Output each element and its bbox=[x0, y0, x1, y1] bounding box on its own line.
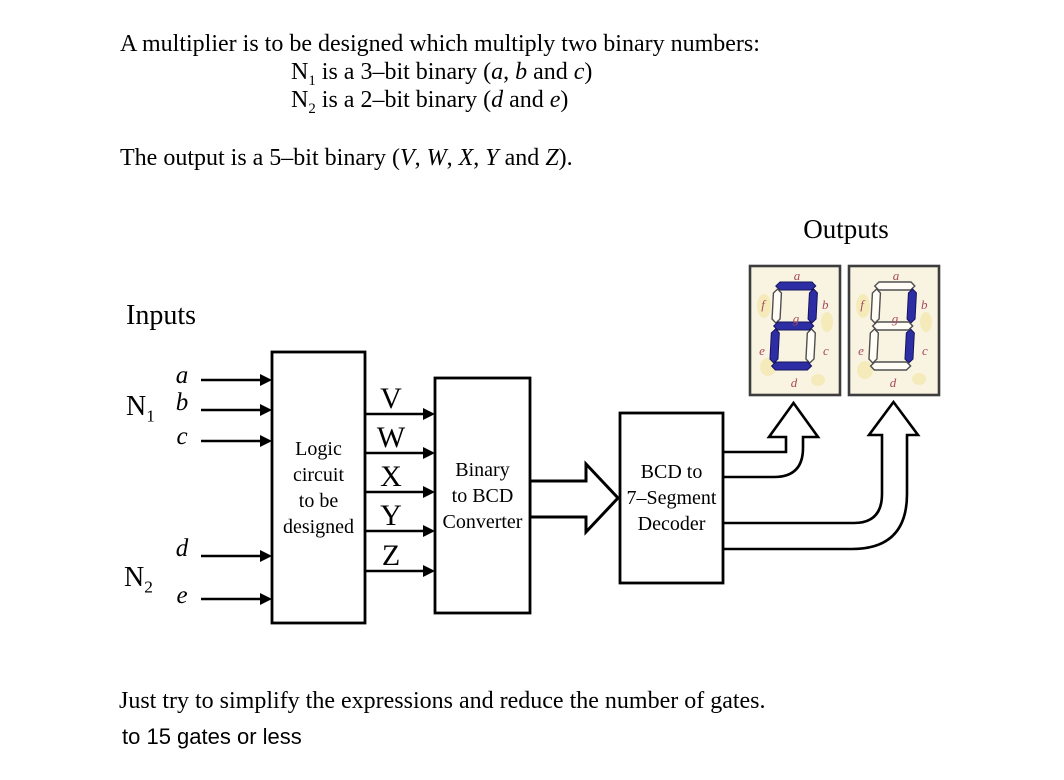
segment-label-f: f bbox=[761, 297, 767, 312]
segment-f-unlit bbox=[771, 288, 783, 324]
n2-label: N2 bbox=[124, 562, 153, 597]
input-signal-c: c bbox=[176, 423, 188, 450]
segment-label-b: b bbox=[822, 297, 829, 312]
segment-label-f: f bbox=[860, 297, 866, 312]
segment-c-lit bbox=[904, 328, 915, 364]
footer-line-1: Just try to simplify the expressions and… bbox=[119, 688, 766, 714]
input-arrows bbox=[201, 374, 272, 605]
inputs-title: Inputs bbox=[126, 300, 196, 331]
segment-label-a: a bbox=[794, 268, 801, 283]
logic-circuit-box bbox=[270, 350, 367, 625]
input-signal-e: e bbox=[176, 582, 188, 609]
decoder-to-display1-arrow bbox=[723, 400, 821, 479]
input-signal-d: d bbox=[175, 535, 189, 562]
segment-g-lit bbox=[772, 321, 815, 331]
segment-label-d: d bbox=[890, 375, 897, 390]
input-signal-a: a bbox=[175, 362, 189, 389]
segment-b-lit bbox=[807, 288, 818, 324]
input-signal-b: b bbox=[175, 389, 189, 416]
segment-f-unlit bbox=[870, 288, 882, 324]
intro-line-4: The output is a 5–bit binary (V, W, X, Y… bbox=[120, 145, 573, 171]
intro-line-3: N2 is a 2–bit binary (d and e) bbox=[291, 87, 569, 117]
segment-label-e: e bbox=[858, 343, 864, 358]
outputs-title: Outputs bbox=[803, 214, 889, 244]
segment-labels: a b c d e f g bbox=[858, 268, 928, 390]
segment-label-e: e bbox=[759, 343, 765, 358]
converter-to-decoder-arrow bbox=[528, 460, 621, 536]
segment-a-lit bbox=[775, 281, 817, 291]
output-signal-y: Y bbox=[380, 499, 402, 532]
segment-labels: a b c d e f g bbox=[759, 268, 829, 390]
segment-g-unlit bbox=[871, 321, 914, 331]
segment-label-b: b bbox=[921, 297, 928, 312]
intro-line-1: A multiplier is to be designed which mul… bbox=[120, 31, 760, 57]
segment-e-lit bbox=[769, 328, 780, 364]
segment-label-c: c bbox=[823, 343, 829, 358]
intro-line-2: N1 is a 3–bit binary (a, b and c) bbox=[291, 59, 593, 89]
output-signal-v: V bbox=[380, 382, 402, 415]
segment-label-d: d bbox=[791, 375, 798, 390]
decoder-to-display2-arrow bbox=[723, 399, 921, 551]
segment-label-c: c bbox=[922, 343, 928, 358]
segment-e-unlit bbox=[868, 328, 880, 364]
seven-segment-display-2: a b c d e f g bbox=[847, 264, 941, 397]
output-arrows bbox=[365, 408, 435, 577]
segment-label-g: g bbox=[892, 311, 899, 326]
segment-b-lit bbox=[906, 288, 917, 324]
segment-label-g: g bbox=[793, 311, 800, 326]
output-signal-w: W bbox=[376, 421, 406, 454]
segment-label-a: a bbox=[893, 268, 900, 283]
bcd-to-7seg-box bbox=[618, 411, 725, 585]
segment-d-lit bbox=[770, 361, 813, 371]
segment-c-unlit bbox=[805, 328, 817, 364]
binary-to-bcd-box bbox=[433, 376, 532, 615]
segment-d-unlit bbox=[869, 361, 912, 371]
segment-a-unlit bbox=[873, 281, 916, 291]
n1-label: N1 bbox=[126, 391, 155, 426]
output-signal-z: Z bbox=[381, 539, 401, 572]
output-signal-x: X bbox=[380, 460, 402, 493]
footer-line-2: to 15 gates or less bbox=[122, 724, 302, 749]
seven-segment-display-1: a b c d e f g bbox=[748, 264, 842, 397]
